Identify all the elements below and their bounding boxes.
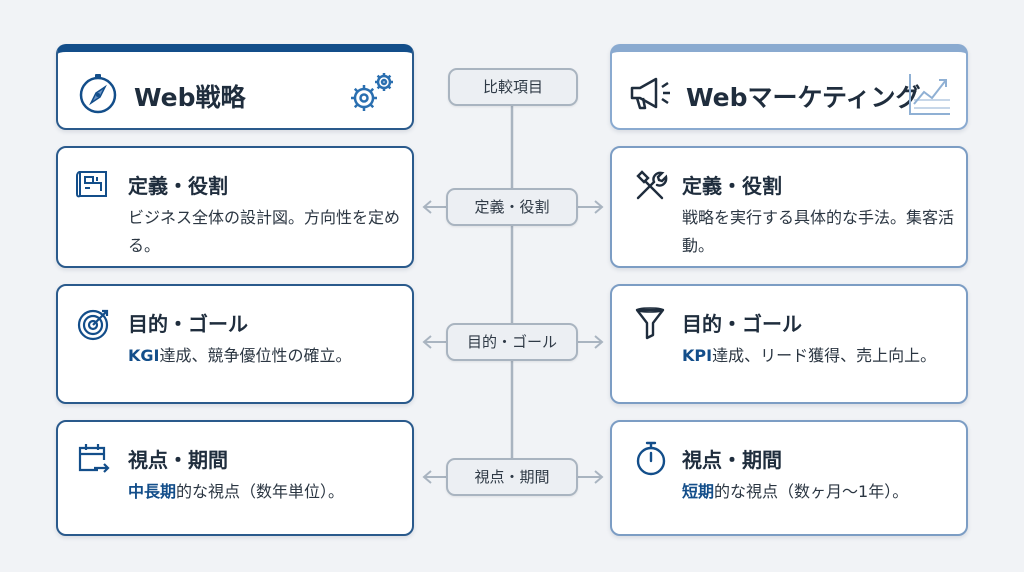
funnel-icon: [634, 306, 666, 344]
gears-icon: [346, 68, 398, 120]
compass-icon: [76, 72, 120, 120]
right-column-title: Webマーケティング: [686, 83, 921, 112]
section-title: 視点・期間: [682, 448, 782, 472]
megaphone-icon: [628, 74, 674, 118]
section-body: KPI達成、リード獲得、売上向上。: [682, 342, 958, 370]
comparison-heading: 比較項目: [448, 68, 578, 106]
blueprint-icon: [76, 168, 112, 204]
center-label-goal: 目的・ゴール: [446, 323, 578, 361]
section-title: 目的・ゴール: [682, 312, 802, 336]
highlight-text: 中長期: [128, 482, 177, 501]
web-marketing-header: Webマーケティング: [610, 44, 968, 130]
calendar-arrow-icon: [76, 442, 112, 480]
left-column-title: Web戦略: [134, 83, 246, 112]
section-body: 短期的な視点（数ヶ月〜1年）。: [682, 478, 958, 506]
center-label-definition: 定義・役割: [446, 188, 578, 226]
section-body: KGI達成、競争優位性の確立。: [128, 342, 404, 370]
section-title: 定義・役割: [128, 174, 228, 198]
left-perspective-card: 視点・期間 中長期的な視点（数年単位）。: [56, 420, 414, 536]
body-text: 的な視点（数ヶ月〜1年）。: [714, 482, 909, 501]
section-title: 定義・役割: [682, 174, 782, 198]
right-definition-card: 定義・役割 戦略を実行する具体的な手法。集客活動。: [610, 146, 968, 268]
tools-icon: [632, 168, 668, 208]
highlight-text: KGI: [128, 346, 160, 365]
center-label-perspective: 視点・期間: [446, 458, 578, 496]
highlight-text: 短期: [682, 482, 715, 501]
right-goal-card: 目的・ゴール KPI達成、リード獲得、売上向上。: [610, 284, 968, 404]
body-text: 達成、リード獲得、売上向上。: [712, 346, 937, 365]
section-body: 戦略を実行する具体的な手法。集客活動。: [682, 208, 955, 255]
target-icon: [76, 306, 112, 346]
stopwatch-icon: [634, 440, 668, 480]
section-title: 目的・ゴール: [128, 312, 248, 336]
body-text: 達成、競争優位性の確立。: [159, 346, 352, 365]
section-body: ビジネス全体の設計図。方向性を定める。: [128, 208, 401, 255]
body-text: 的な視点（数年単位）。: [176, 482, 345, 501]
left-definition-card: 定義・役割 ビジネス全体の設計図。方向性を定める。: [56, 146, 414, 268]
section-body: 中長期的な視点（数年単位）。: [128, 478, 404, 506]
right-perspective-card: 視点・期間 短期的な視点（数ヶ月〜1年）。: [610, 420, 968, 536]
trend-chart-icon: [906, 70, 954, 122]
web-strategy-header: Web戦略: [56, 44, 414, 130]
left-goal-card: 目的・ゴール KGI達成、競争優位性の確立。: [56, 284, 414, 404]
highlight-text: KPI: [682, 346, 713, 365]
section-title: 視点・期間: [128, 448, 228, 472]
